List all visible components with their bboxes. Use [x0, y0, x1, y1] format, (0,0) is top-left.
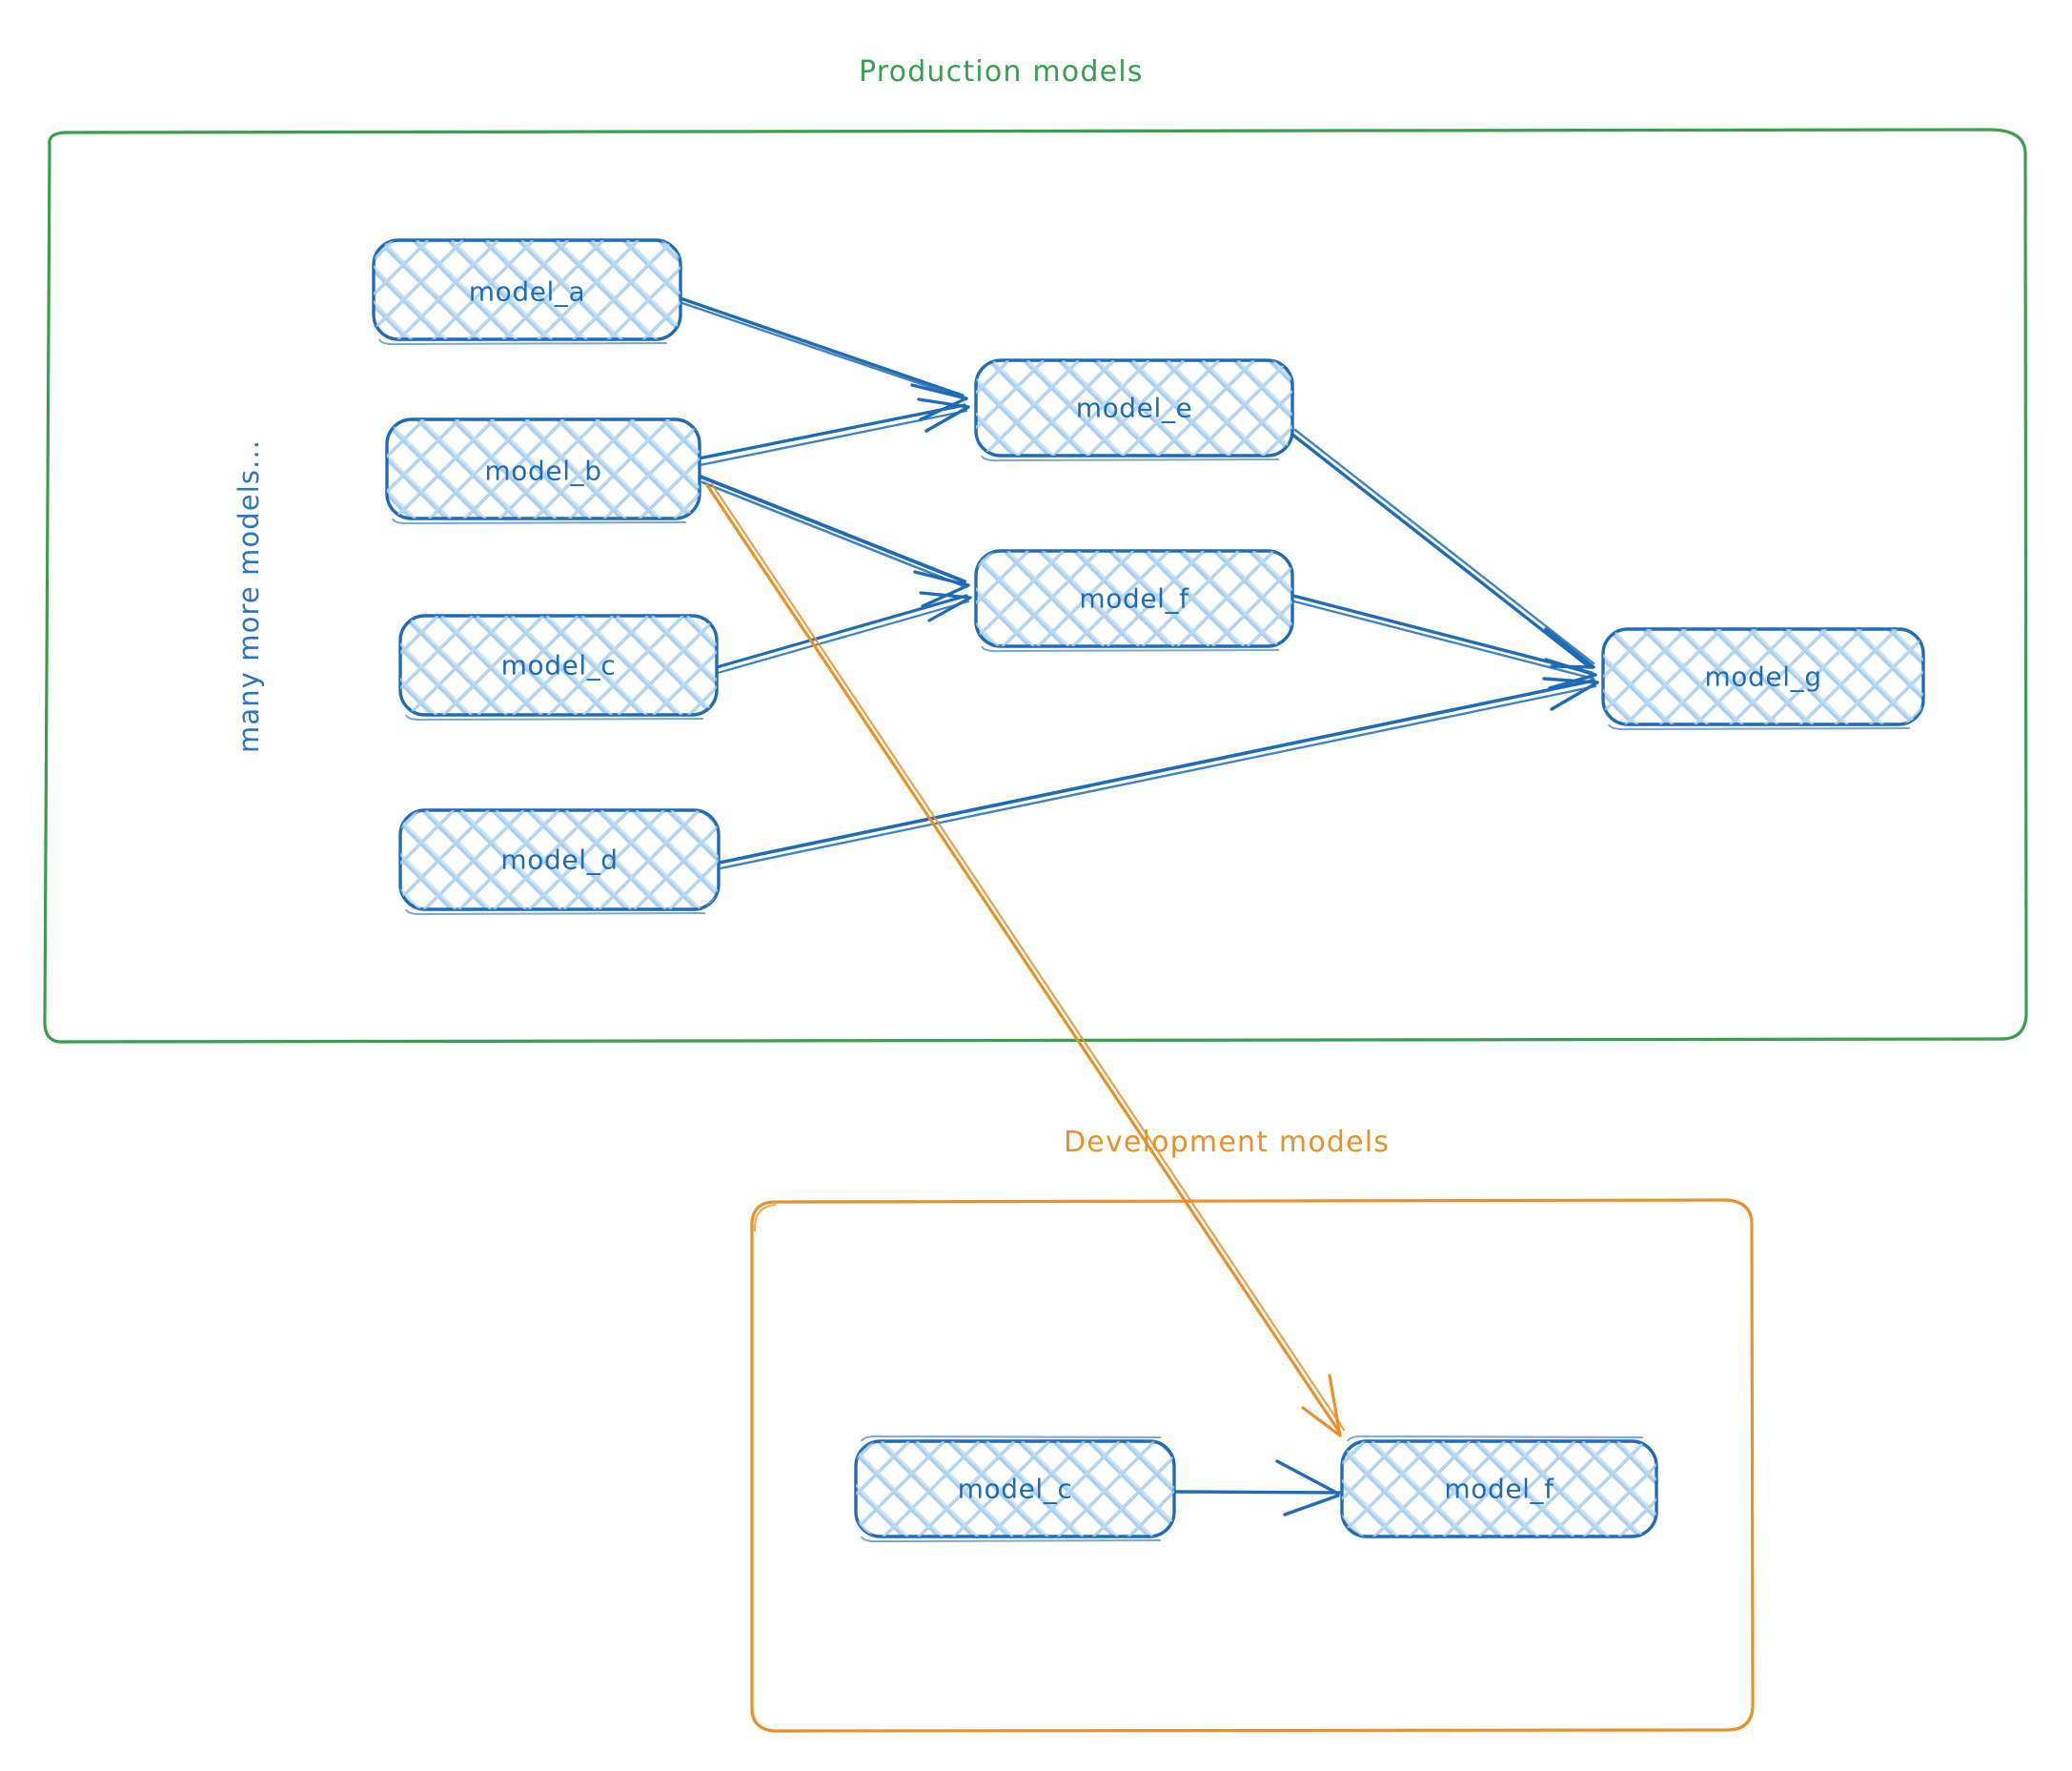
edge-model-f-to-model-g [1291, 594, 1597, 690]
group-title-development: Development models [1064, 1126, 1391, 1159]
node-box-model-b[interactable] [385, 417, 701, 525]
edge-model-e-to-model-g [1290, 428, 1595, 669]
node-label-model-f-development: model_f [1444, 1473, 1554, 1505]
edge-model-c-to-model-f [715, 591, 972, 675]
node-box-model-f-production[interactable] [974, 549, 1294, 653]
node-box-model-c-production[interactable] [398, 614, 719, 722]
group-container-production [43, 128, 2028, 1044]
edge-model-b-to-dev-model-f [705, 482, 1346, 1437]
node-label-model-c-development: model_c [957, 1473, 1073, 1505]
node-label-model-f-production: model_f [1079, 582, 1189, 615]
node-box-model-e[interactable] [974, 358, 1294, 462]
group-container-development [750, 1198, 1755, 1733]
node-label-model-d: model_d [500, 844, 619, 876]
node-box-model-g[interactable] [1601, 627, 1925, 731]
edge-model-d-to-model-g [718, 677, 1599, 870]
node-label-model-b: model_b [484, 455, 602, 487]
node-box-model-d[interactable] [398, 808, 721, 916]
node-label-model-g: model_g [1704, 661, 1822, 693]
edge-dev-model-c-to-dev-model-f [1172, 1459, 1341, 1517]
side-note-many-more-models: many more models... [233, 438, 265, 753]
node-box-model-c-development[interactable] [854, 1435, 1176, 1543]
edge-model-b-to-model-e [697, 397, 970, 467]
node-box-model-a[interactable] [372, 238, 682, 346]
node-box-model-f-development[interactable] [1340, 1435, 1658, 1538]
edge-model-a-to-model-e [679, 296, 968, 421]
node-label-model-a: model_a [468, 275, 586, 308]
node-label-model-c-production: model_c [500, 649, 617, 682]
edge-model-b-to-model-f [699, 475, 970, 608]
node-label-model-e: model_e [1075, 392, 1193, 424]
group-title-production: Production models [859, 55, 1144, 89]
